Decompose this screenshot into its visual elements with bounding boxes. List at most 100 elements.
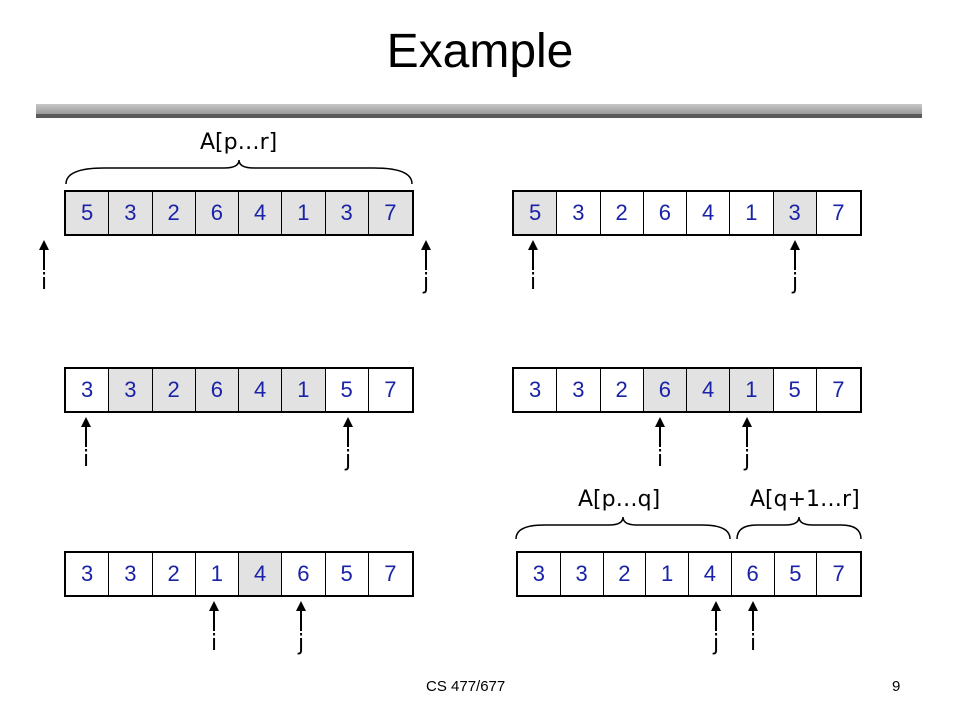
pointer-label: i	[656, 447, 664, 472]
array-4: 3 3 2 6 4 1 5 7	[512, 367, 862, 413]
pointer-label: j	[297, 631, 305, 656]
pointer-i: i	[76, 417, 96, 471]
array-cell: 2	[152, 369, 196, 411]
up-arrow-icon	[209, 601, 219, 631]
array-cell: 3	[66, 553, 110, 595]
array-cell: 1	[730, 192, 774, 234]
array-1: 5 3 2 6 4 1 3 7	[64, 190, 414, 236]
pointer-i: i	[204, 601, 224, 655]
array-cell: 5	[774, 369, 817, 411]
pointer-i: i	[650, 417, 670, 471]
array-cell: 1	[196, 553, 239, 595]
array-cell: 3	[557, 369, 601, 411]
array-cell: 4	[687, 192, 731, 234]
pointer-j: j	[785, 240, 805, 294]
array-cell: 6	[643, 369, 687, 411]
title-rule-dark	[36, 114, 922, 118]
range-label-left-part: A[p…q]	[578, 487, 661, 512]
up-arrow-icon	[742, 417, 752, 447]
array-cell: 7	[384, 561, 397, 586]
array-cell: 3	[109, 553, 153, 595]
page-number: 9	[892, 678, 901, 695]
array-cell: 6	[282, 553, 326, 595]
pointer-label: j	[422, 270, 430, 295]
pointer-j: j	[338, 417, 358, 471]
course-footer: CS 477/677	[426, 678, 506, 695]
array-3: 3 3 2 6 4 1 5 7	[64, 367, 414, 413]
array-cell: 5	[66, 192, 110, 234]
pointer-label: j	[344, 447, 352, 472]
up-arrow-icon	[528, 240, 538, 270]
pointer-label: i	[749, 631, 757, 656]
up-arrow-icon	[711, 601, 721, 631]
array-cell: 4	[239, 369, 283, 411]
pointer-label: j	[791, 270, 799, 295]
slide-title: Example	[386, 25, 574, 78]
pointer-i: i	[523, 240, 543, 294]
pointer-label: i	[529, 270, 537, 295]
array-cell: 7	[832, 377, 845, 402]
up-arrow-icon	[421, 240, 431, 270]
pointer-label: j	[743, 447, 751, 472]
pointer-label: j	[712, 631, 720, 656]
pointer-j: j	[291, 601, 311, 655]
up-arrow-icon	[790, 240, 800, 270]
array-2: 5 3 2 6 4 1 3 7	[512, 190, 862, 236]
array-cell: 3	[514, 369, 558, 411]
pointer-j: j	[416, 240, 436, 294]
array-cell: 2	[604, 553, 647, 595]
brace-left-part	[515, 516, 731, 540]
array-cell: 5	[326, 553, 369, 595]
array-cell: 7	[384, 377, 397, 402]
array-cell: 4	[239, 553, 283, 595]
brace-right-part	[736, 516, 862, 540]
array-5: 3 3 2 1 4 6 5 7	[64, 551, 414, 597]
array-cell: 1	[646, 553, 689, 595]
array-cell: 4	[689, 553, 732, 595]
up-arrow-icon	[296, 601, 306, 631]
pointer-i: i	[34, 240, 54, 294]
array-cell: 4	[239, 192, 283, 234]
array-cell: 3	[325, 192, 369, 234]
up-arrow-icon	[343, 417, 353, 447]
pointer-j: j	[706, 601, 726, 655]
array-cell: 4	[687, 369, 731, 411]
brace-full	[65, 159, 413, 185]
array-cell: 3	[557, 192, 601, 234]
array-cell: 5	[326, 369, 369, 411]
pointer-j: j	[737, 417, 757, 471]
array-cell: 6	[195, 192, 239, 234]
pointer-label: i	[40, 270, 48, 295]
pointer-label: i	[82, 447, 90, 472]
array-cell: 7	[832, 561, 845, 586]
array-cell: 5	[514, 192, 558, 234]
array-cell: 3	[109, 192, 153, 234]
array-cell: 3	[66, 369, 110, 411]
array-cell: 3	[109, 369, 153, 411]
array-6: 3 3 2 1 4 6 5 7	[516, 551, 862, 597]
array-cell: 3	[561, 553, 604, 595]
array-cell: 3	[518, 553, 561, 595]
array-cell: 2	[601, 369, 644, 411]
array-cell: 3	[773, 192, 817, 234]
range-label-full: A[p…r]	[200, 130, 278, 155]
up-arrow-icon	[39, 240, 49, 270]
pointer-label: i	[210, 631, 218, 656]
up-arrow-icon	[655, 417, 665, 447]
array-cell: 5	[775, 553, 818, 595]
title-rule-light	[36, 104, 922, 114]
up-arrow-icon	[81, 417, 91, 447]
pointer-i: i	[743, 601, 763, 655]
range-label-right-part: A[q+1…r]	[750, 487, 860, 512]
array-cell: 7	[368, 192, 412, 234]
array-cell: 6	[732, 553, 775, 595]
up-arrow-icon	[748, 601, 758, 631]
array-cell: 7	[832, 200, 845, 225]
array-cell: 2	[152, 192, 196, 234]
array-cell: 6	[195, 369, 239, 411]
array-cell: 1	[730, 369, 774, 411]
array-cell: 1	[282, 369, 326, 411]
array-cell: 1	[282, 192, 326, 234]
array-cell: 6	[644, 192, 687, 234]
array-cell: 2	[153, 553, 196, 595]
